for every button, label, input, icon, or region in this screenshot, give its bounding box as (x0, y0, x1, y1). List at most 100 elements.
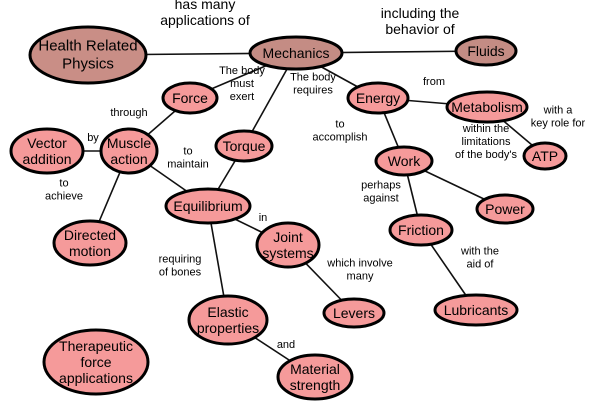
node-atp-shape (522, 141, 568, 171)
node-fluids-shape (454, 35, 518, 67)
node-levers-shape (322, 297, 386, 329)
node-force-label: Force (172, 90, 208, 106)
node-force-shape (161, 81, 219, 115)
edge-label-text: and (277, 339, 295, 351)
node-friction-label: Friction (398, 222, 444, 238)
node-power-shape (475, 193, 535, 225)
node-joint-shape (255, 221, 321, 269)
node-equilibrium[interactable]: Equilibrium (164, 187, 252, 225)
node-mechanics-label: Mechanics (263, 45, 330, 61)
node-energy[interactable]: Energy (346, 81, 410, 115)
node-directed-shape (52, 219, 128, 267)
edge-label-text: through (110, 107, 147, 119)
node-torque[interactable]: Torque (214, 129, 274, 163)
node-energy-shape (346, 81, 410, 115)
node-vector-shape (9, 127, 85, 175)
node-atp[interactable]: ATP (522, 141, 568, 171)
edge-label-elastic-material: and (277, 339, 295, 351)
node-levers-label: Levers (333, 305, 375, 321)
node-equilibrium-shape (164, 187, 252, 225)
edge-label-equilibrium-joint: in (259, 212, 268, 224)
node-levers[interactable]: Levers (322, 297, 386, 329)
node-friction-shape (388, 213, 454, 247)
node-metabolism-shape (445, 90, 529, 124)
node-energy-label: Energy (356, 90, 400, 106)
node-work-label: Work (388, 153, 421, 169)
edge-label-force-muscle: through (110, 107, 147, 119)
node-force[interactable]: Force (161, 81, 219, 115)
node-equilibrium-label: Equilibrium (173, 198, 242, 214)
node-lubricants-shape (433, 293, 519, 327)
node-lubricants-label: Lubricants (444, 302, 509, 318)
node-work[interactable]: Work (374, 145, 434, 177)
node-torque-shape (214, 129, 274, 163)
node-elastic-shape (187, 294, 269, 346)
edge-label-muscle-vector: by (87, 132, 99, 144)
node-torque-label: Torque (223, 138, 266, 154)
node-therapeutic-shape (42, 328, 150, 396)
node-fluids[interactable]: Fluids (454, 35, 518, 67)
node-lubricants[interactable]: Lubricants (433, 293, 519, 327)
edge-label-text: by (87, 132, 99, 144)
edge-label-energy-metabolism: from (423, 76, 445, 88)
node-mechanics-shape (248, 35, 344, 71)
node-material-shape (276, 353, 354, 401)
edge-label-text: in (259, 212, 268, 224)
node-atp-label: ATP (532, 148, 558, 164)
node-mechanics[interactable]: Mechanics (248, 35, 344, 71)
node-power[interactable]: Power (475, 193, 535, 225)
node-friction[interactable]: Friction (388, 213, 454, 247)
node-health-shape (28, 25, 148, 85)
node-metabolism[interactable]: Metabolism (445, 90, 529, 124)
edge-label-text: from (423, 76, 445, 88)
node-power-label: Power (485, 201, 525, 217)
node-fluids-label: Fluids (467, 43, 504, 59)
node-work-shape (374, 145, 434, 177)
node-muscle-shape (99, 127, 159, 175)
node-metabolism-label: Metabolism (451, 99, 523, 115)
